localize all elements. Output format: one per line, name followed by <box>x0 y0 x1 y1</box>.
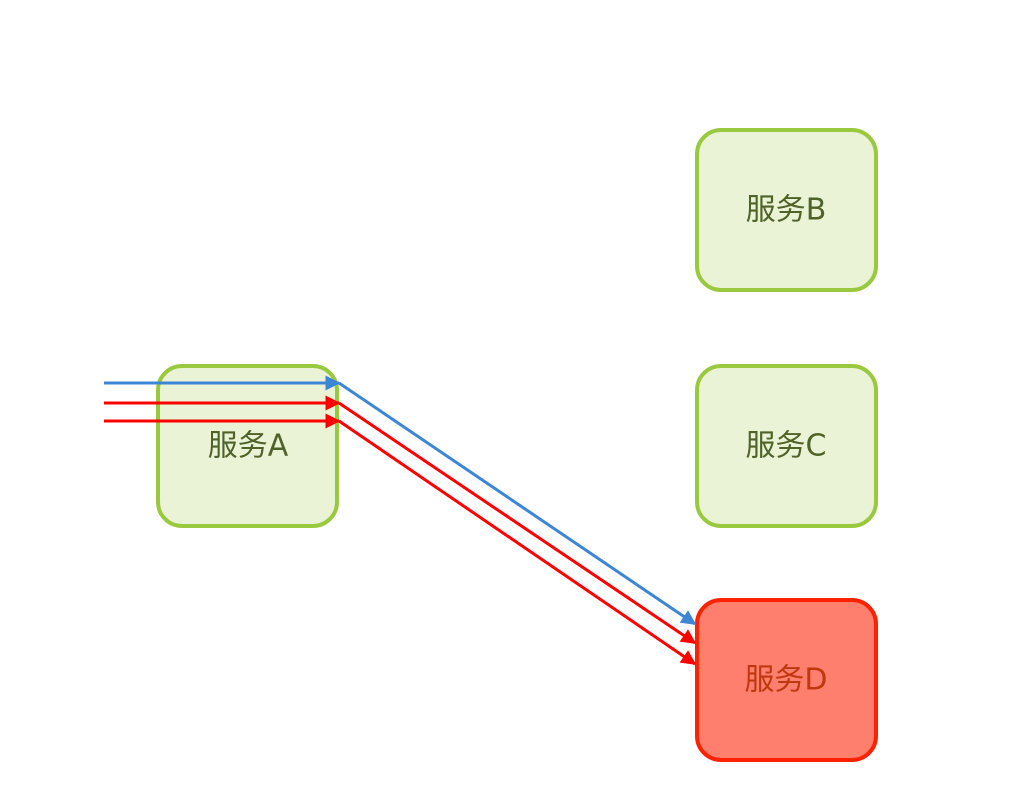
node-service-c-box <box>695 364 878 528</box>
edge-a-to-d-blue <box>338 381 697 626</box>
node-service-a: 服务A <box>156 364 339 528</box>
node-service-c-label: 服务C <box>746 429 827 464</box>
node-service-b-box <box>695 128 878 292</box>
node-service-d-box <box>695 598 878 762</box>
node-service-b: 服务B <box>695 128 878 292</box>
node-service-d: 服务D <box>695 598 878 762</box>
node-service-a-label: 服务A <box>208 429 289 464</box>
node-service-a-box <box>156 364 339 528</box>
node-service-b-label: 服务B <box>746 193 827 228</box>
edge-a-to-d-red-1 <box>338 401 697 645</box>
node-service-c: 服务C <box>695 364 878 528</box>
edge-a-to-d-red-2 <box>338 419 697 666</box>
node-service-d-label: 服务D <box>744 663 827 698</box>
